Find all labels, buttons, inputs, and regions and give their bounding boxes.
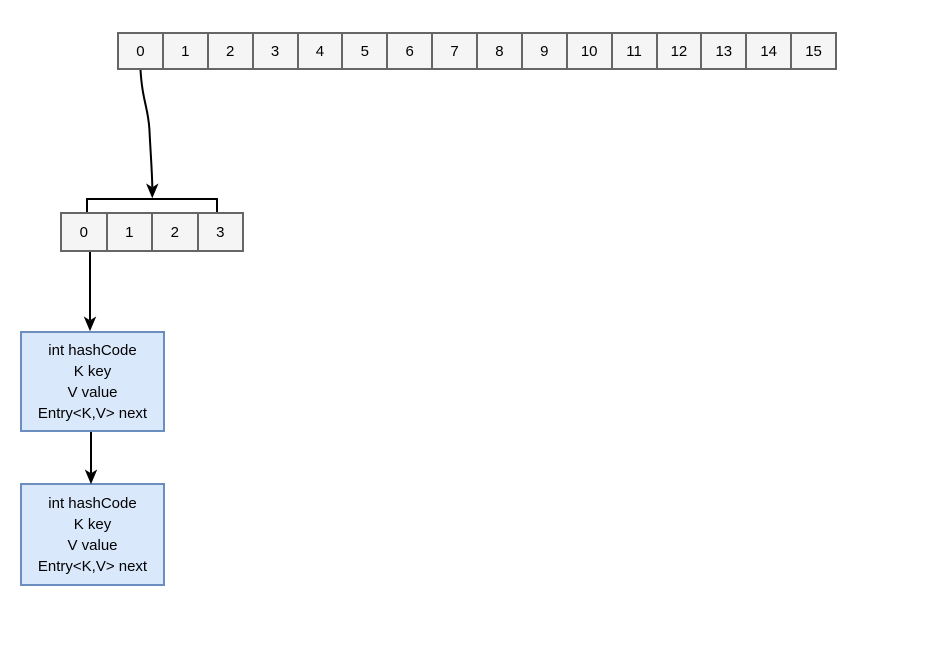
inner-cell-3: 3 <box>198 214 242 250</box>
entry-field-value: V value <box>67 383 118 401</box>
bucket-cell-2: 2 <box>208 34 254 68</box>
inner-cell-2: 2 <box>153 214 199 250</box>
bucket-cell-8: 8 <box>478 34 523 68</box>
bucket-cell-12: 12 <box>657 34 703 68</box>
bucket-cell-6: 6 <box>388 34 434 68</box>
bucket-cell-13: 13 <box>702 34 748 68</box>
entry-field-key: K key <box>73 515 112 533</box>
entry-field-hashcode: int hashCode <box>48 494 137 512</box>
entry-field-next: Entry<K,V> next <box>37 557 148 575</box>
bucket-cell-7: 7 <box>433 34 478 68</box>
entry-node-1: int hashCode K key V value Entry<K,V> ne… <box>20 331 165 432</box>
bucket-cell-0: 0 <box>119 34 164 68</box>
bucket-cell-10: 10 <box>567 34 613 68</box>
bucket-cell-5: 5 <box>343 34 389 68</box>
bucket-cell-1: 1 <box>163 34 209 68</box>
bucket-cell-11: 11 <box>612 34 658 68</box>
bucket-cell-14: 14 <box>747 34 793 68</box>
bucket-cell-9: 9 <box>522 34 568 68</box>
entry-field-hashcode: int hashCode <box>48 341 137 359</box>
arrowhead-entry1-to-entry2 <box>84 469 98 485</box>
bucket-cell-4: 4 <box>298 34 344 68</box>
arrow-bucket0-to-inner-array <box>139 69 154 188</box>
arrowhead-bucket0-to-inner-array <box>146 183 159 199</box>
inner-cell-0: 0 <box>62 214 108 250</box>
inner-array-bracket <box>86 198 218 212</box>
entry-field-value: V value <box>67 536 118 554</box>
bucket-cell-3: 3 <box>253 34 299 68</box>
entry-field-next: Entry<K,V> next <box>37 404 148 422</box>
inner-cell-1: 1 <box>107 214 153 250</box>
entry-node-2: int hashCode K key V value Entry<K,V> ne… <box>20 483 165 586</box>
bucket-cell-15: 15 <box>792 34 835 68</box>
entry-field-key: K key <box>73 362 112 380</box>
arrowhead-inner0-to-entry1 <box>83 316 97 332</box>
